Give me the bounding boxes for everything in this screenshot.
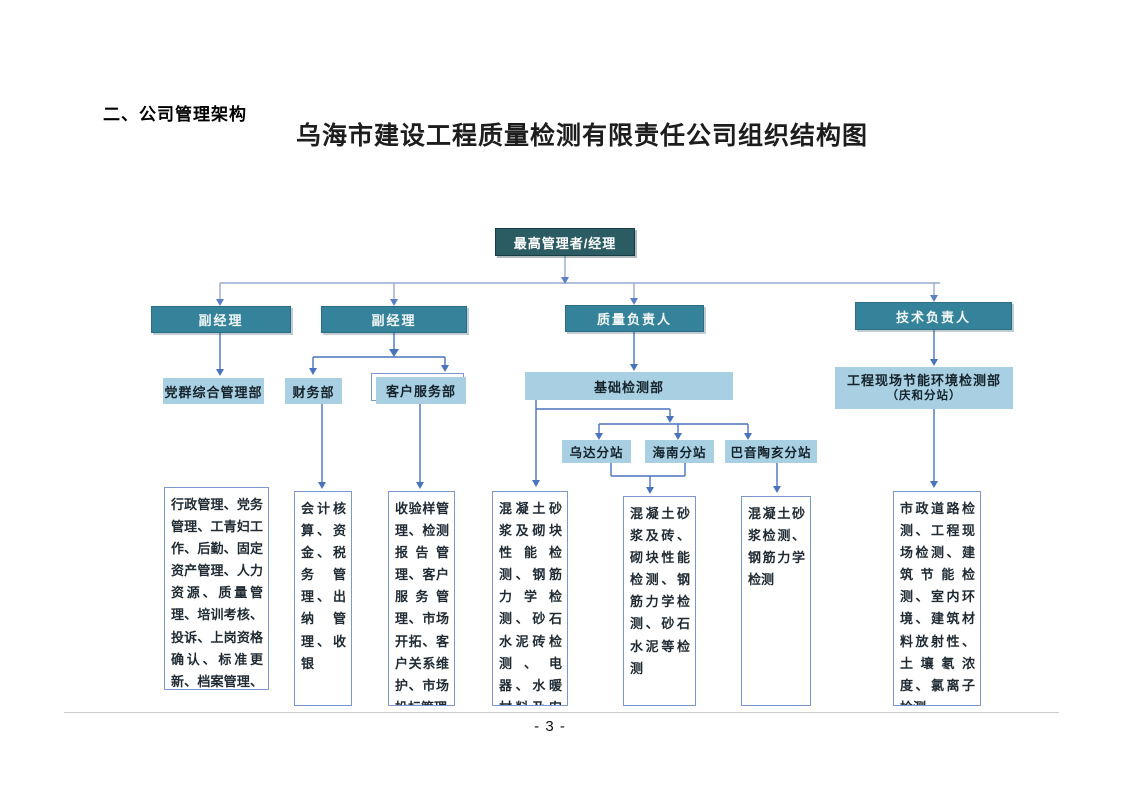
org-box-deputy-manager-1: 副经理 xyxy=(151,306,291,333)
org-box-party-admin-dept: 党群综合管理部 xyxy=(163,378,264,404)
org-box-basic-testing-dept: 基础检测部 xyxy=(525,372,733,400)
dept-sublabel: （庆和分站） xyxy=(886,389,962,402)
section-heading: 二、公司管理架构 xyxy=(103,105,247,124)
org-box-finance-dept: 财务部 xyxy=(285,378,342,404)
dept-label: 工程现场节能环境检测部 xyxy=(846,372,1001,388)
org-box-customer-service-dept: 客户服务部 xyxy=(376,377,466,404)
duty-box-party-admin: 行政管理、党务管理、工青妇工作、后勤、固定资产管理、人力资源、质量管理、培训考核… xyxy=(164,487,269,690)
page-number: - 3 - xyxy=(534,718,566,735)
org-box-hainan-station: 海南分站 xyxy=(645,440,714,463)
duty-box-customer-service: 收验样管理、检测报告管理、客户服务管理、市场开拓、客户关系维护、市场投标管理 xyxy=(388,491,455,706)
org-box-quality-director: 质量负责人 xyxy=(565,305,704,332)
chart-title: 乌海市建设工程质量检测有限责任公司组织结构图 xyxy=(295,122,868,150)
org-box-deputy-manager-2: 副经理 xyxy=(321,306,467,333)
org-box-site-energy-env-dept: 工程现场节能环境检测部 （庆和分站） xyxy=(835,367,1013,409)
duty-box-wuda-hainan: 混凝土砂浆及砖、砌块性能检测、钢筋力学检测、砂石水泥等检测 xyxy=(623,496,696,706)
org-box-wuda-station: 乌达分站 xyxy=(562,440,631,463)
duty-box-basic-testing: 混凝土砂浆及砌块性能检测、钢筋力学检测、砂石水泥砖检测、电器、水暖材料及安全防护… xyxy=(492,491,568,706)
org-box-technical-director: 技术负责人 xyxy=(855,302,1012,330)
duty-box-site-energy-env: 市政道路检测、工程现场检测、建筑节能检测、室内环境、建筑材料放射性、土壤氡浓度、… xyxy=(893,491,981,706)
duty-box-finance: 会计核算、资金、税务管理、出纳管理、收银 xyxy=(294,491,352,706)
footer-divider xyxy=(64,712,1059,713)
org-box-bayintaohai-station: 巴音陶亥分站 xyxy=(725,440,817,463)
org-box-top-manager: 最高管理者/经理 xyxy=(495,228,635,256)
duty-box-bayintaohai: 混凝土砂浆检测、钢筋力学检测 xyxy=(741,496,811,706)
